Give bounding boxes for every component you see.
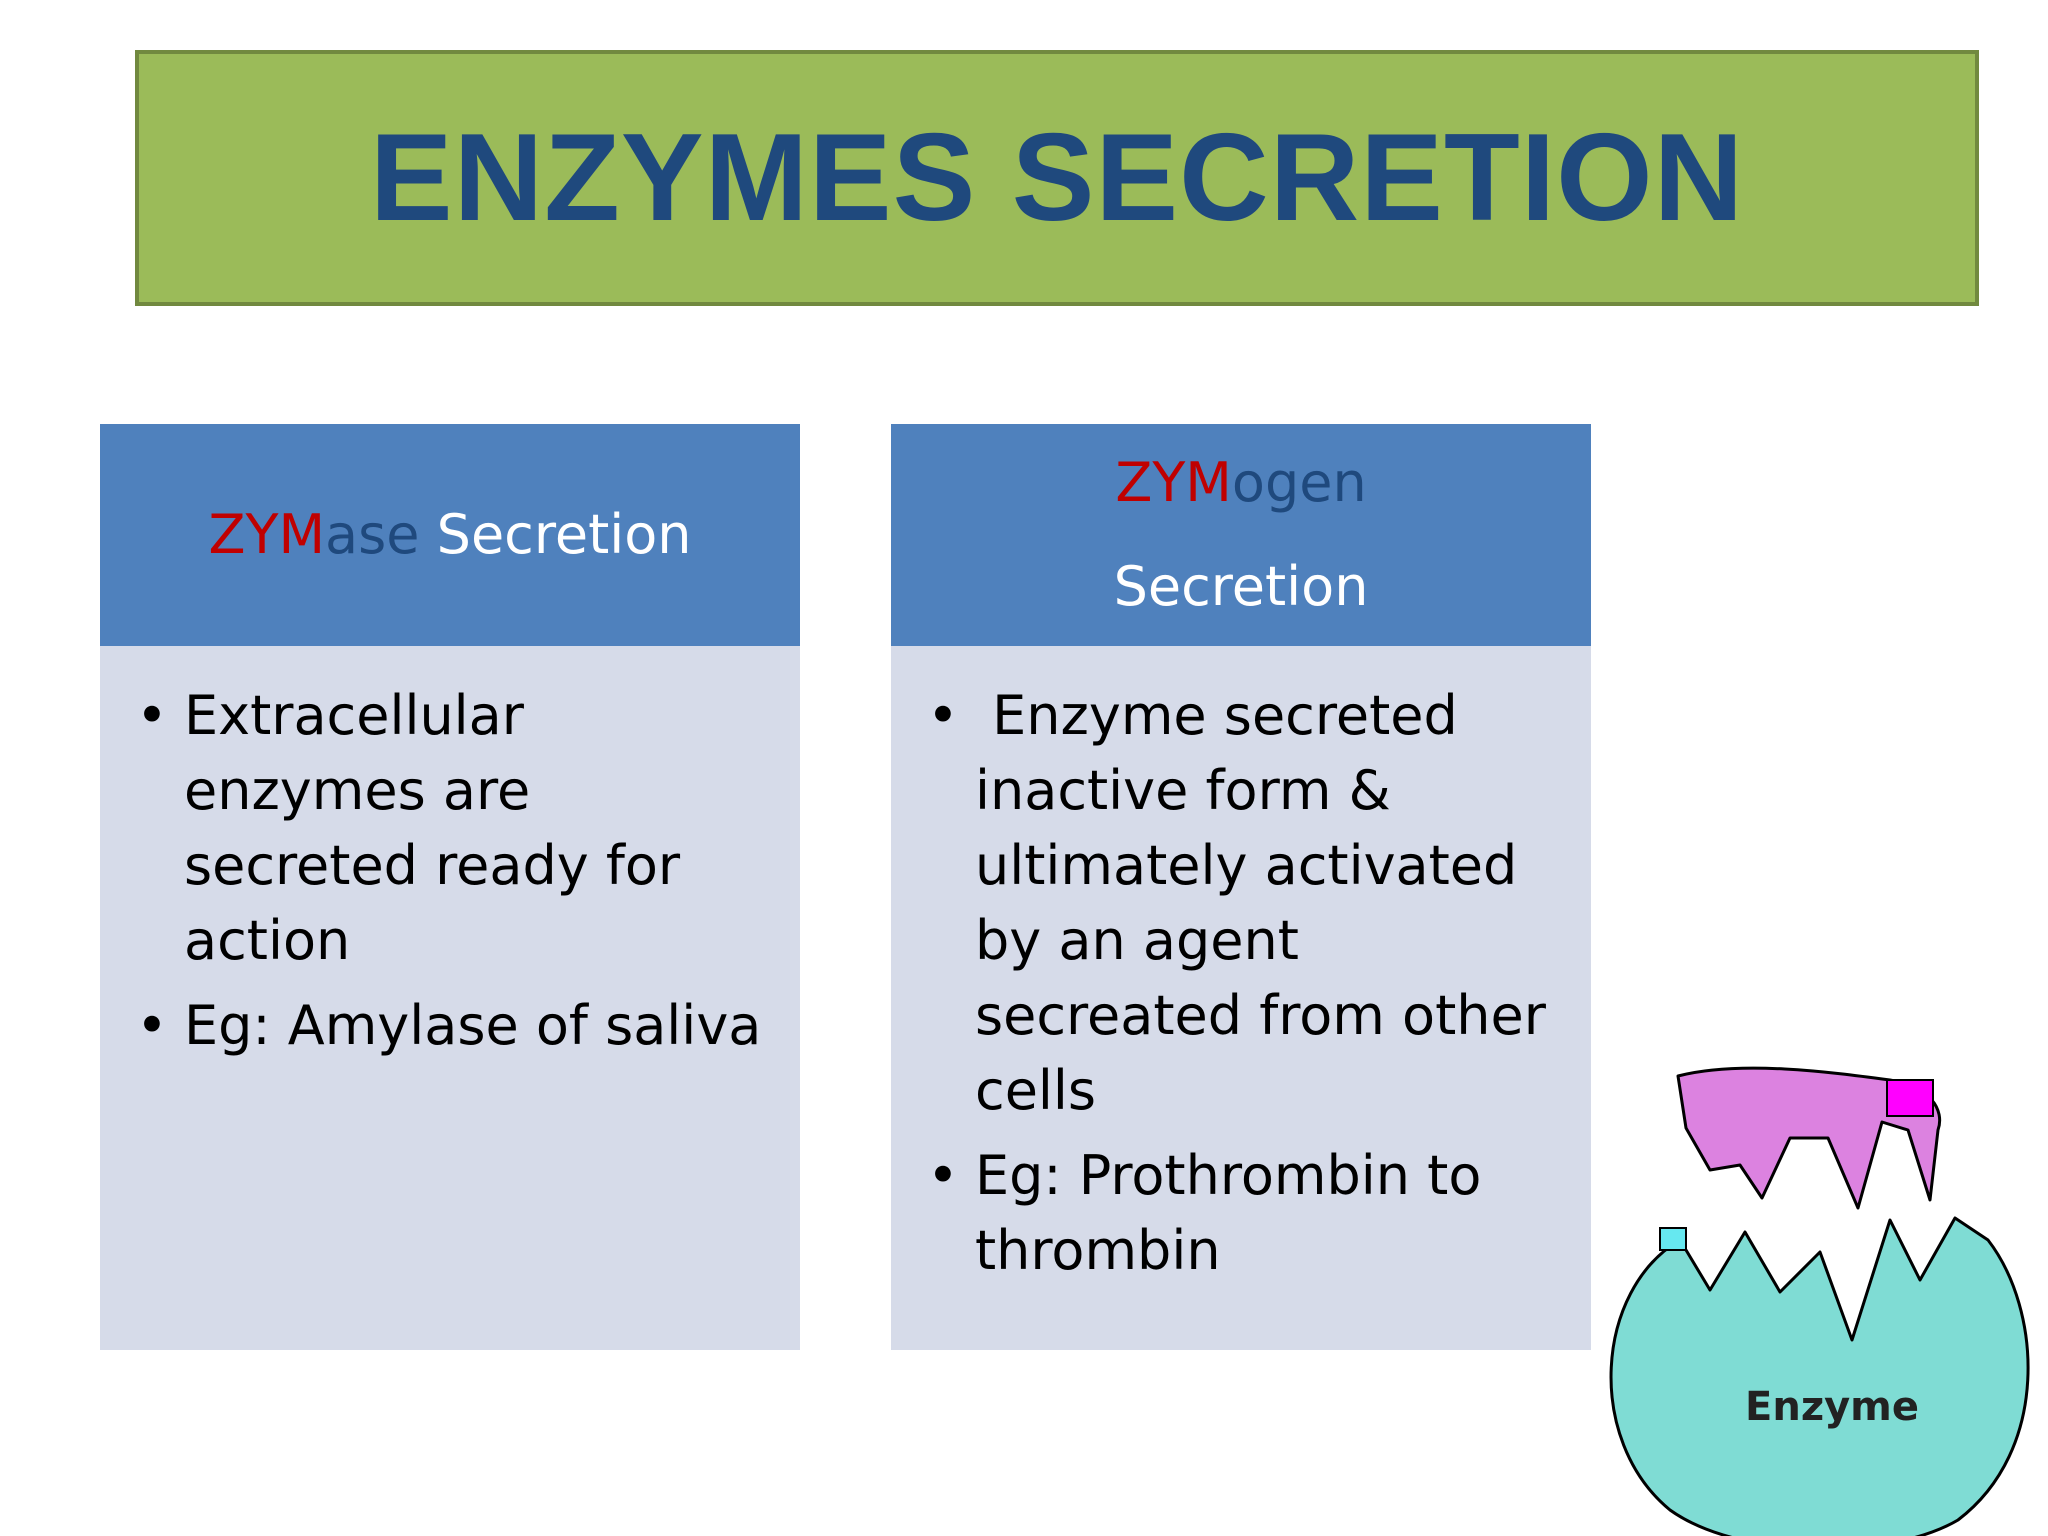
bullet-item: • Enzyme secreted inactive form & ultima…: [927, 678, 1555, 1128]
slide-title: ENZYMES SECRETION: [369, 109, 1745, 247]
title-banner: ENZYMES SECRETION: [135, 50, 1979, 306]
bullet-dot: •: [927, 1144, 959, 1207]
bullet-item: • Extracellular enzymes are secreted rea…: [136, 678, 764, 978]
bullet-dot: •: [136, 684, 168, 747]
enzyme-illustration: Enzyme: [1609, 1066, 2030, 1536]
zymogen-header-rest: Secretion: [1113, 555, 1369, 618]
zymase-header-prefix: ZYM: [208, 503, 326, 566]
substrate-site-magenta: [1886, 1079, 1934, 1117]
bullet-dot: •: [136, 994, 168, 1057]
zymogen-header-prefix: ZYM: [1115, 451, 1232, 514]
enzyme-label: Enzyme: [1745, 1384, 1919, 1430]
zymogen-card: ZYMogen Secretion • Enzyme secreted inac…: [891, 424, 1591, 1350]
zymase-body: • Extracellular enzymes are secreted rea…: [100, 646, 800, 1350]
zymogen-header: ZYMogen Secretion: [891, 424, 1591, 646]
bullet-item: • Eg: Prothrombin to thrombin: [927, 1138, 1555, 1288]
zymase-header-rest: Secretion: [419, 503, 692, 566]
bullet-dot: •: [927, 684, 959, 747]
binding-site-cyan: [1659, 1227, 1687, 1251]
zymogen-header-suffix: ogen: [1231, 451, 1367, 514]
enzyme-shape: [1609, 1216, 2030, 1536]
bullet-text: Eg: Amylase of saliva: [184, 994, 762, 1057]
zymase-card: ZYMase Secretion • Extracellular enzymes…: [100, 424, 800, 1350]
bullet-item: • Eg: Amylase of saliva: [136, 988, 764, 1063]
zymase-header-suffix: ase: [325, 503, 420, 566]
bullet-text: Extracellular enzymes are secreted ready…: [184, 684, 681, 972]
bullet-text: Eg: Prothrombin to thrombin: [975, 1144, 1482, 1282]
bullet-text: Enzyme secreted inactive form & ultimate…: [975, 684, 1564, 1122]
zymogen-body: • Enzyme secreted inactive form & ultima…: [891, 646, 1591, 1350]
zymase-header: ZYMase Secretion: [100, 424, 800, 646]
